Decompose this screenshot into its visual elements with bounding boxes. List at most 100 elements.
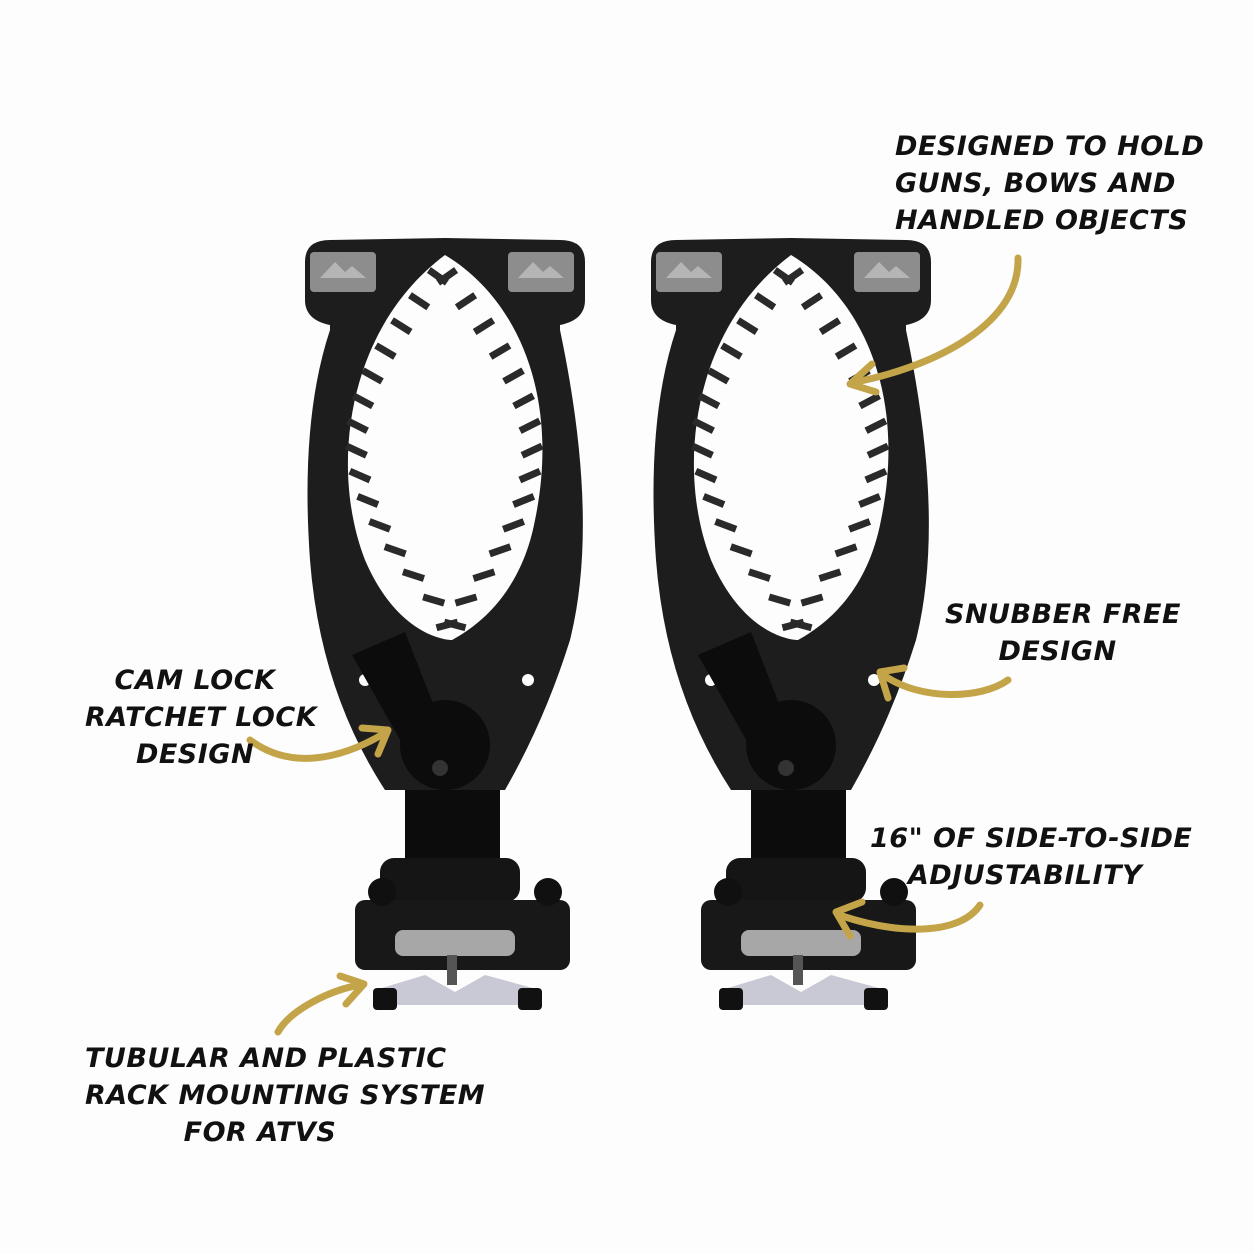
holder-tooth bbox=[747, 568, 771, 582]
lock-bolt bbox=[432, 760, 448, 776]
callout-arrows bbox=[246, 254, 1022, 1036]
tension-knob bbox=[741, 930, 861, 956]
holder-tooth bbox=[345, 442, 368, 459]
arrow-head-snubber-free bbox=[876, 664, 908, 702]
gun-holder-left bbox=[305, 238, 585, 1010]
tension-knob bbox=[395, 930, 515, 956]
callout-line: guns, bows and bbox=[895, 168, 1176, 199]
mountain-logo-icon bbox=[864, 262, 910, 278]
swivel-hub bbox=[400, 700, 490, 790]
mount-collar bbox=[380, 858, 520, 902]
clamp-nut bbox=[864, 988, 888, 1010]
holder-tooth bbox=[818, 568, 842, 582]
base-knob bbox=[714, 878, 742, 906]
holder-tooth bbox=[858, 493, 882, 508]
holder-tooth bbox=[488, 342, 512, 360]
holder-tooth bbox=[383, 543, 407, 558]
arrow-designed-to-hold bbox=[851, 254, 1022, 386]
clamp-nut bbox=[518, 988, 542, 1010]
arrow-cam-lock bbox=[246, 729, 389, 762]
callout-line: Cam lock bbox=[114, 665, 276, 696]
lock-bolt bbox=[778, 760, 794, 776]
holder-tooth bbox=[361, 367, 384, 385]
callout-line: Tubular and plastic bbox=[85, 1043, 447, 1074]
holder-tooth bbox=[422, 593, 446, 607]
holder-tooth bbox=[736, 317, 759, 335]
holder-tooth bbox=[707, 367, 730, 385]
holder-tooth bbox=[818, 317, 842, 335]
holder-tooth bbox=[512, 392, 535, 410]
arrow-head-adjustability bbox=[832, 898, 866, 940]
mountain-logo-icon bbox=[518, 262, 564, 278]
base-knob bbox=[880, 878, 908, 906]
screw-hole bbox=[522, 674, 534, 686]
clamp-nut bbox=[719, 988, 743, 1010]
clamp-plate bbox=[721, 975, 886, 1005]
callout-line: adjustability bbox=[907, 860, 1143, 891]
holder-tooth bbox=[694, 468, 718, 484]
holder-tooth bbox=[348, 468, 372, 484]
arrow-head-designed-to-hold bbox=[846, 360, 880, 396]
holder-tooth bbox=[697, 392, 721, 410]
holder-tooth bbox=[866, 442, 890, 459]
screw-hole bbox=[868, 674, 880, 686]
holder-tooth bbox=[800, 292, 824, 311]
callout-snubber-free: Snubber free design bbox=[945, 596, 1181, 670]
holder-tooth bbox=[864, 417, 888, 434]
holder-tooth bbox=[858, 392, 881, 410]
holder-tooth bbox=[374, 342, 397, 360]
arrow-adjustability bbox=[838, 901, 984, 933]
holder-tooth bbox=[472, 568, 496, 582]
mount-collar bbox=[726, 858, 866, 902]
holder-tooth bbox=[346, 417, 369, 434]
holder-tooth bbox=[351, 392, 375, 410]
callout-line: handled objects bbox=[895, 205, 1189, 236]
holder-tooth bbox=[800, 593, 824, 607]
holder-tooth bbox=[368, 518, 392, 533]
holder-tooth bbox=[691, 442, 714, 459]
callout-line: for ATVs bbox=[183, 1117, 337, 1148]
holder-tooth bbox=[714, 518, 738, 533]
clamp-bolt bbox=[447, 955, 457, 985]
callout-cam-lock: Cam lock ratchet lock design bbox=[85, 662, 317, 773]
holder-tooth bbox=[720, 342, 743, 360]
callout-line: Snubber free bbox=[945, 599, 1181, 630]
holder-tooth bbox=[512, 493, 536, 508]
holder-tooth bbox=[408, 292, 431, 311]
holder-tooth bbox=[356, 493, 380, 508]
arrow-head-tubular bbox=[336, 972, 368, 1008]
holder-tooth bbox=[520, 442, 544, 459]
callout-line: rack mounting system bbox=[85, 1080, 486, 1111]
holder-tooth bbox=[401, 568, 425, 582]
callout-line: design bbox=[135, 739, 255, 770]
holder-tooth bbox=[501, 518, 526, 533]
base-knob bbox=[368, 878, 396, 906]
holder-tooth bbox=[864, 468, 888, 484]
callout-tubular: Tubular and plastic rack mounting system… bbox=[85, 1040, 486, 1151]
callout-line: design bbox=[998, 636, 1117, 667]
gun-holder-right bbox=[651, 238, 931, 1010]
holder-tooth bbox=[488, 543, 512, 558]
callout-designed-to-hold: Designed to hold guns, bows and handled … bbox=[895, 128, 1205, 239]
mountain-logo-icon bbox=[666, 262, 712, 278]
holder-tooth bbox=[436, 267, 459, 286]
holder-tooth bbox=[454, 593, 478, 607]
holder-tooth bbox=[518, 417, 542, 434]
holder-tooth bbox=[847, 518, 872, 533]
swivel-hub bbox=[746, 700, 836, 790]
holder-tooth bbox=[834, 543, 858, 558]
clamp-nut bbox=[373, 988, 397, 1010]
callout-line: Designed to hold bbox=[895, 131, 1205, 162]
holder-tooth bbox=[782, 267, 805, 286]
holder-tooth bbox=[729, 543, 753, 558]
mount-post bbox=[405, 790, 500, 860]
callout-line: 16" of side-to-side bbox=[870, 823, 1193, 854]
mount-post bbox=[751, 790, 846, 860]
mountain-logo-icon bbox=[320, 262, 366, 278]
holder-tooth bbox=[435, 618, 459, 632]
holder-tooth bbox=[768, 593, 792, 607]
callout-adjustability: 16" of side-to-side adjustability bbox=[870, 820, 1193, 894]
base-knob bbox=[534, 878, 562, 906]
